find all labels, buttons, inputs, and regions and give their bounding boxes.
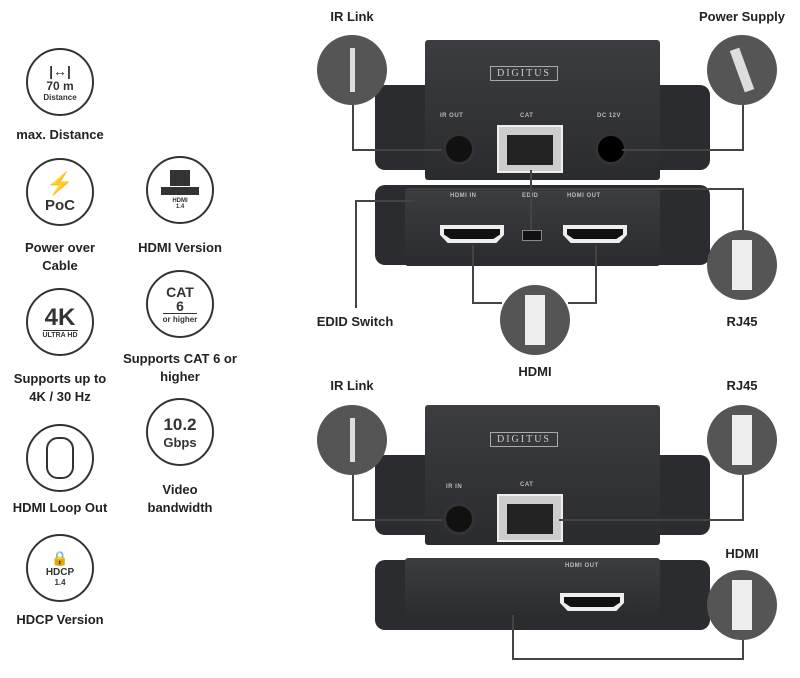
ir-in-jack xyxy=(443,503,475,535)
hdmi-plug-icon xyxy=(170,170,190,186)
dc-label: DC 12V xyxy=(597,113,622,119)
distance-feature-icon: |↔| 70 m Distance xyxy=(26,48,94,116)
hdmi-label: HDMI xyxy=(518,364,552,379)
hdmi-out-label: HDMI OUT xyxy=(567,193,601,199)
rj45-port xyxy=(497,125,563,173)
feature-label: HDMI Version xyxy=(138,240,222,255)
rj45-port xyxy=(497,494,563,542)
poc-feature-icon: ⚡ PoC xyxy=(26,158,94,226)
digitus-logo: DIGITUS xyxy=(490,432,558,447)
rj45-connector-icon xyxy=(707,405,777,475)
ir-link-label: IR Link xyxy=(330,9,374,24)
cat-label: CAT xyxy=(520,113,534,119)
ir-out-jack xyxy=(443,133,475,165)
hdmi-label: HDMI xyxy=(725,546,759,561)
hdcp-feature-icon: 🔒 HDCP 1.4 xyxy=(26,534,94,602)
hdmi-out-port xyxy=(560,593,624,611)
rj45-connector-icon xyxy=(707,230,777,300)
bandwidth-feature-icon: 10.2 Gbps xyxy=(146,398,214,466)
feature-label: Power over Cable xyxy=(24,240,96,273)
hdmi-version-icon: HDMI 1.4 xyxy=(146,156,214,224)
power-supply-label: Power Supply xyxy=(699,9,785,24)
lock-icon: 🔒 xyxy=(51,549,69,566)
cat-label: CAT xyxy=(520,482,534,488)
feature-label: Supports up to 4K / 30 Hz xyxy=(13,371,107,404)
audio-jack-icon xyxy=(317,35,387,105)
power-plug-icon xyxy=(707,35,777,105)
ir-out-label: IR OUT xyxy=(440,113,464,119)
edid-switch[interactable] xyxy=(522,230,542,241)
hdmi-cable-icon xyxy=(26,424,94,492)
feature-label: HDCP Version xyxy=(16,612,104,627)
feature-label: HDMI Loop Out xyxy=(12,500,108,515)
edid-switch-label: EDID Switch xyxy=(316,314,394,329)
ir-in-label: IR IN xyxy=(446,484,463,490)
feature-label: Supports CAT 6 or higher xyxy=(123,351,237,384)
hdmi-in-port xyxy=(440,225,504,243)
4k-feature-icon: 4K ULTRA HD xyxy=(26,288,94,356)
distance-arrow-icon: |↔| xyxy=(49,62,71,79)
feature-label: max. Distance xyxy=(16,127,104,142)
feature-label: Video bandwidth xyxy=(147,482,213,515)
cat6-feature-icon: CAT 6 or higher xyxy=(146,270,214,338)
hdmi-out-port xyxy=(563,225,627,243)
hdmi-in-label: HDMI IN xyxy=(450,193,477,199)
rj45-label: RJ45 xyxy=(726,378,758,393)
hdmi-connector-icon xyxy=(500,285,570,355)
ir-link-label: IR Link xyxy=(330,378,374,393)
hdmi-out-label: HDMI OUT xyxy=(565,563,599,569)
receiver-rear xyxy=(405,558,660,620)
edid-label: EDID xyxy=(522,193,538,199)
digitus-logo: DIGITUS xyxy=(490,66,558,81)
lightning-icon: ⚡ xyxy=(46,170,74,196)
hdmi-connector-icon xyxy=(707,570,777,640)
audio-jack-icon xyxy=(317,405,387,475)
rj45-label: RJ45 xyxy=(726,314,758,329)
